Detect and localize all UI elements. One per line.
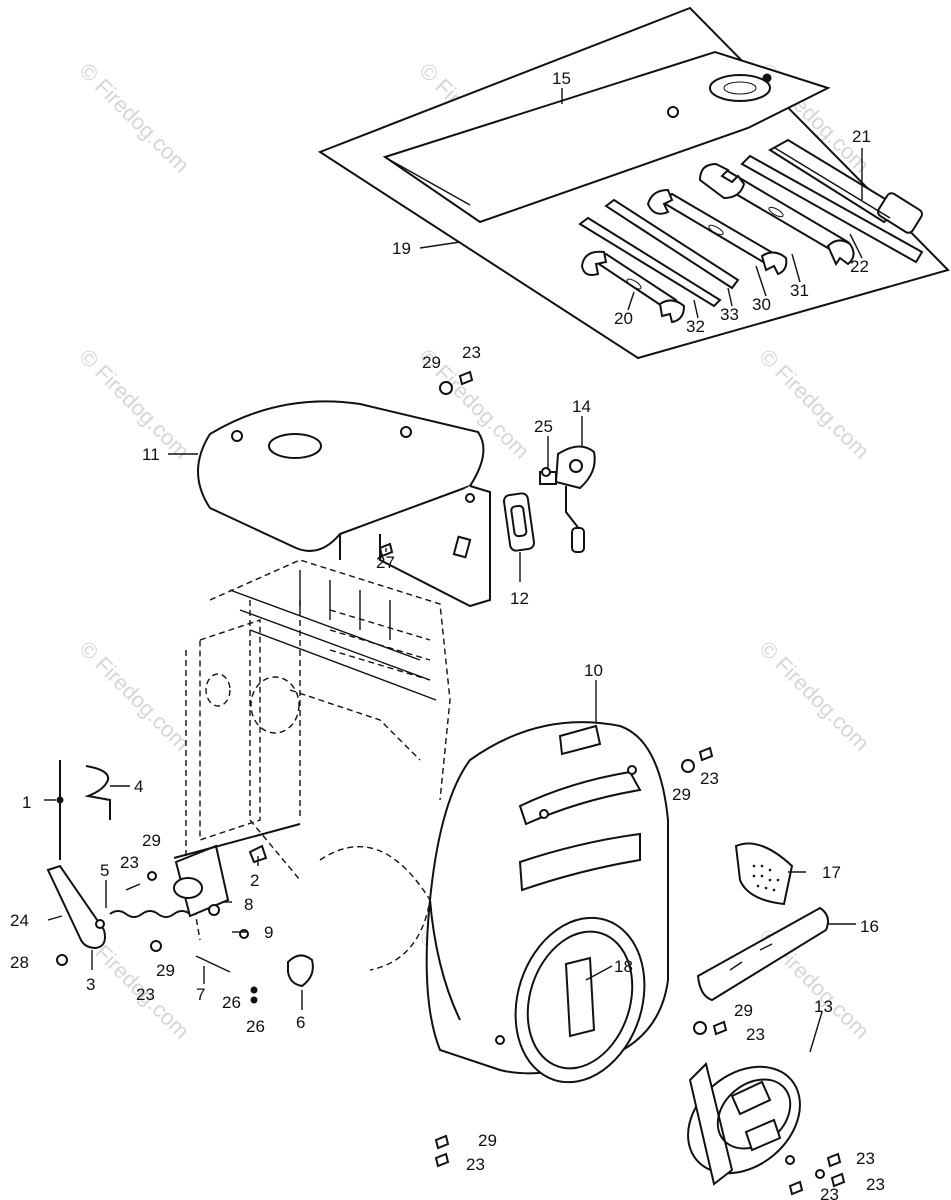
callout-18: 18 <box>614 957 633 976</box>
control-linkage <box>46 760 314 1004</box>
callout-3: 3 <box>86 975 95 994</box>
spring-5 <box>109 910 191 918</box>
callout-1: 1 <box>22 793 31 812</box>
callout-24: 24 <box>10 911 29 930</box>
callout-10: 10 <box>584 661 603 680</box>
bag-snap-inner <box>723 81 757 95</box>
wrench-20 <box>580 250 686 324</box>
callout-29: 29 <box>672 785 691 804</box>
callout-12: 12 <box>510 589 529 608</box>
callout-5: 5 <box>100 861 109 880</box>
callout-23: 23 <box>136 985 155 1004</box>
callout-13: 13 <box>814 997 833 1016</box>
callout-29: 29 <box>478 1131 497 1150</box>
handle-bar-22 <box>740 154 924 264</box>
screwdriver-32 <box>578 216 722 308</box>
starter-13 <box>687 1062 825 1186</box>
fan-housing-10 <box>425 721 669 1084</box>
callout-29: 29 <box>734 1001 753 1020</box>
callout-23: 23 <box>466 1155 485 1174</box>
watermark: © Firedog.com <box>754 636 874 756</box>
engine-fins <box>229 570 437 701</box>
callout-33: 33 <box>720 305 739 324</box>
arm-8 <box>173 823 301 859</box>
callout-23: 23 <box>462 343 481 362</box>
wrench-31 <box>698 162 855 267</box>
callout-7: 7 <box>196 985 205 1004</box>
watermark: © Firedog.com <box>74 344 194 464</box>
callout-6: 6 <box>296 1013 305 1032</box>
callout-28: 28 <box>10 953 29 972</box>
callout-9: 9 <box>264 923 273 942</box>
callout-23: 23 <box>120 853 139 872</box>
watermark: © Firedog.com <box>74 58 194 178</box>
callout-15: 15 <box>552 69 571 88</box>
callout-21: 21 <box>852 127 871 146</box>
callout-19: 19 <box>392 239 411 258</box>
callout-4: 4 <box>134 777 143 796</box>
callout-29: 29 <box>422 353 441 372</box>
stop-switch-14 <box>539 445 596 553</box>
callout-2: 2 <box>250 871 259 890</box>
engine-block <box>185 559 451 971</box>
bag-button <box>667 106 679 118</box>
callout-29: 29 <box>142 831 161 850</box>
callout-27: 27 <box>376 553 395 572</box>
screwdriver-33 <box>604 198 740 290</box>
leader-lines <box>44 88 863 1053</box>
callout-23: 23 <box>820 1185 839 1200</box>
callout-20: 20 <box>614 309 633 328</box>
box-wrench-21 <box>768 138 923 234</box>
bag-fold <box>389 159 471 206</box>
tool-kit-group <box>317 6 950 360</box>
callout-31: 31 <box>790 281 809 300</box>
watermark: © Firedog.com <box>74 636 194 756</box>
lever-3 <box>46 864 106 950</box>
callout-16: 16 <box>860 917 879 936</box>
callout-26: 26 <box>246 1017 265 1036</box>
tool-kit-bag-19 <box>317 6 950 360</box>
callout-23: 23 <box>856 1149 875 1168</box>
callout-14: 14 <box>572 397 591 416</box>
callout-23: 23 <box>866 1175 885 1194</box>
callout-22: 22 <box>850 257 869 276</box>
rod-4 <box>84 765 111 820</box>
callout-29: 29 <box>156 961 175 980</box>
callout-8: 8 <box>244 895 253 914</box>
callout-32: 32 <box>686 317 705 336</box>
callout-30: 30 <box>752 295 771 314</box>
cylinder-cover-11 <box>197 400 491 608</box>
callouts: 15 21 19 22 31 30 33 32 20 29 23 14 25 1… <box>10 69 885 1200</box>
bag-snap-oval <box>709 74 771 102</box>
cover-panel-16 <box>696 906 829 1002</box>
callout-23: 23 <box>746 1025 765 1044</box>
bag-snap-dot <box>762 73 772 83</box>
mesh-plate-17 <box>734 842 794 906</box>
watermark: © Firedog.com <box>754 344 874 464</box>
callout-17: 17 <box>822 863 841 882</box>
gasket-12 <box>502 492 536 552</box>
callout-26: 26 <box>222 993 241 1012</box>
callout-25: 25 <box>534 417 553 436</box>
knob-6 <box>287 954 314 988</box>
callout-23: 23 <box>700 769 719 788</box>
callout-11: 11 <box>142 445 160 464</box>
wrench-30 <box>646 188 788 276</box>
